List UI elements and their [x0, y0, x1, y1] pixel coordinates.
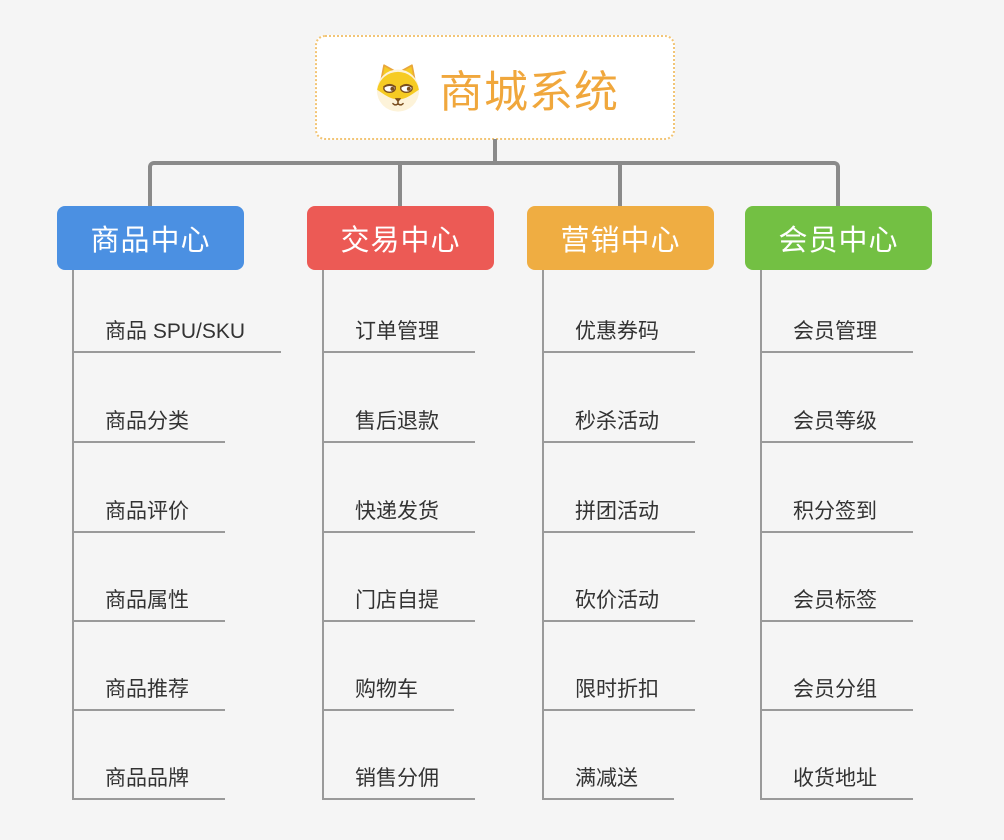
- node-shopping-cart[interactable]: 购物车: [322, 669, 454, 711]
- branch-header-marketing-center[interactable]: 营销中心: [527, 206, 714, 270]
- node-coupon-code[interactable]: 优惠券码: [542, 311, 695, 353]
- connector-root-stub: [493, 139, 497, 163]
- node-label: 积分签到: [793, 500, 877, 523]
- branch-product-center: 商品中心 商品 SPU/SKU 商品分类 商品评价 商品属性 商品推荐 商品品牌: [57, 206, 297, 806]
- node-label: 商品属性: [105, 589, 189, 612]
- node-group-buy[interactable]: 拼团活动: [542, 491, 695, 533]
- node-label: 商品品牌: [105, 767, 189, 790]
- root-node[interactable]: 商城系统: [315, 35, 675, 140]
- node-label: 限时折扣: [575, 678, 659, 701]
- branch-marketing-center: 营销中心 优惠券码 秒杀活动 拼团活动 砍价活动 限时折扣 满减送: [527, 206, 767, 806]
- node-label: 售后退款: [355, 410, 439, 433]
- node-express-delivery[interactable]: 快递发货: [322, 491, 475, 533]
- node-member-level[interactable]: 会员等级: [760, 401, 913, 443]
- node-label: 商品评价: [105, 500, 189, 523]
- branch-label: 交易中心: [340, 225, 461, 257]
- node-limited-time-discount[interactable]: 限时折扣: [542, 669, 695, 711]
- node-store-pickup[interactable]: 门店自提: [322, 580, 475, 622]
- branch-label: 商品中心: [90, 225, 211, 257]
- node-product-review[interactable]: 商品评价: [72, 491, 225, 533]
- node-label: 快递发货: [355, 500, 439, 523]
- node-points-checkin[interactable]: 积分签到: [760, 491, 913, 533]
- node-product-recommend[interactable]: 商品推荐: [72, 669, 225, 711]
- branch-label: 营销中心: [560, 225, 681, 257]
- connector-horizontal-bar: [148, 161, 840, 206]
- branch-member-center: 会员中心 会员管理 会员等级 积分签到 会员标签 会员分组 收货地址: [745, 206, 985, 806]
- branch-header-product-center[interactable]: 商品中心: [57, 206, 244, 270]
- branch-trade-center: 交易中心 订单管理 售后退款 快递发货 门店自提 购物车 销售分佣: [307, 206, 547, 806]
- node-label: 订单管理: [355, 320, 439, 343]
- node-label: 收货地址: [793, 767, 877, 790]
- node-spend-save[interactable]: 满减送: [542, 758, 674, 800]
- branch-trunk-line: [542, 270, 544, 800]
- node-product-category[interactable]: 商品分类: [72, 401, 225, 443]
- branch-trunk-line: [72, 270, 74, 800]
- node-order-management[interactable]: 订单管理: [322, 311, 475, 353]
- node-label: 购物车: [355, 678, 418, 701]
- node-sales-commission[interactable]: 销售分佣: [322, 758, 475, 800]
- node-flash-sale[interactable]: 秒杀活动: [542, 401, 695, 443]
- node-label: 满减送: [575, 767, 638, 790]
- node-label: 砍价活动: [575, 589, 659, 612]
- dog-face-icon: [376, 63, 420, 112]
- branch-trunk-line: [322, 270, 324, 800]
- node-label: 会员管理: [793, 320, 877, 343]
- branch-label: 会员中心: [778, 225, 899, 257]
- node-member-management[interactable]: 会员管理: [760, 311, 913, 353]
- node-label: 会员等级: [793, 410, 877, 433]
- connector-drop-trade: [398, 161, 402, 206]
- node-label: 商品分类: [105, 410, 189, 433]
- node-label: 销售分佣: [355, 767, 439, 790]
- node-member-group[interactable]: 会员分组: [760, 669, 913, 711]
- node-label: 秒杀活动: [575, 410, 659, 433]
- node-label: 商品 SPU/SKU: [105, 320, 246, 343]
- branch-header-trade-center[interactable]: 交易中心: [307, 206, 494, 270]
- node-label: 优惠券码: [575, 320, 659, 343]
- node-aftersale-refund[interactable]: 售后退款: [322, 401, 475, 443]
- node-label: 会员分组: [793, 678, 877, 701]
- node-label: 拼团活动: [575, 500, 659, 523]
- node-bargain-activity[interactable]: 砍价活动: [542, 580, 695, 622]
- node-label: 会员标签: [793, 589, 877, 612]
- node-member-tag[interactable]: 会员标签: [760, 580, 913, 622]
- node-product-brand[interactable]: 商品品牌: [72, 758, 225, 800]
- connector-drop-marketing: [618, 161, 622, 206]
- branch-header-member-center[interactable]: 会员中心: [745, 206, 932, 270]
- node-shipping-address[interactable]: 收货地址: [760, 758, 913, 800]
- root-title: 商城系统: [439, 67, 619, 117]
- node-label: 商品推荐: [105, 678, 189, 701]
- node-label: 门店自提: [355, 589, 439, 612]
- node-product-spu-sku[interactable]: 商品 SPU/SKU: [72, 311, 282, 353]
- node-product-attribute[interactable]: 商品属性: [72, 580, 225, 622]
- branch-trunk-line: [760, 270, 762, 800]
